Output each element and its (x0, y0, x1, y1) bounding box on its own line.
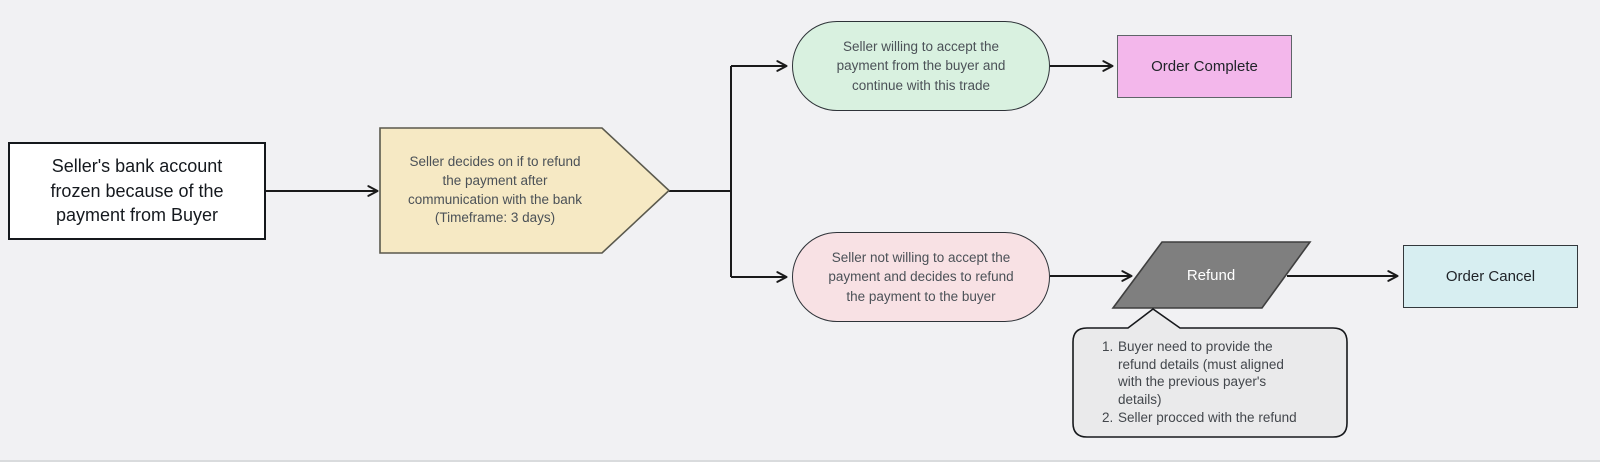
refund-node-shape[interactable] (1111, 241, 1312, 309)
canvas-bottom-edge (0, 460, 1600, 462)
decision-node-shape[interactable] (379, 127, 671, 254)
node-start[interactable]: Seller's bank account frozen because of … (8, 142, 266, 240)
node-order-cancel[interactable]: Order Cancel (1403, 245, 1578, 308)
node-order-complete[interactable]: Order Complete (1117, 35, 1292, 98)
node-accept[interactable]: Seller willing to accept the payment fro… (792, 21, 1050, 111)
node-reject[interactable]: Seller not willing to accept the payment… (792, 232, 1050, 322)
note-callout-shape[interactable] (1072, 308, 1348, 438)
